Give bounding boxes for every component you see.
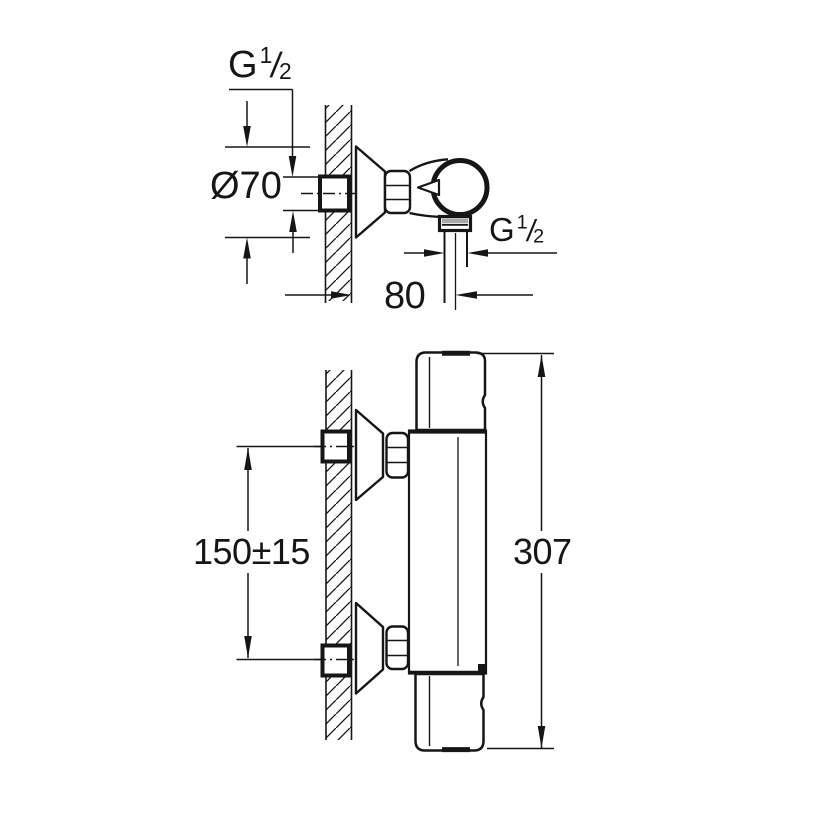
lower-escutcheon-cone <box>354 601 385 695</box>
upper-supply-union-nut <box>314 429 356 464</box>
upper-escutcheon-cone <box>354 408 385 502</box>
valve-body-side-view <box>408 158 490 219</box>
lower-hex-nut <box>385 625 410 671</box>
hex-nut-top-view <box>383 169 412 215</box>
dim-escutcheon-diameter <box>225 101 310 284</box>
outlet-thread-label: G1/2 <box>489 211 545 248</box>
knob-pointer <box>416 178 441 197</box>
top-view <box>225 88 557 310</box>
dim-outlet-thread <box>404 249 557 257</box>
thermostat-body <box>407 429 488 675</box>
flow-handle <box>414 672 485 753</box>
escutcheon-cone-top-view <box>354 145 387 239</box>
supply-spacing-label: 150±15 <box>189 531 314 573</box>
upper-hex-nut <box>385 431 410 479</box>
bottom-view <box>236 350 554 753</box>
dim-wall-offset-80 <box>285 291 533 299</box>
thermostat-knob-side-view <box>430 158 490 217</box>
supply-thread-label: G1/2 <box>228 42 292 87</box>
lower-supply-union-nut <box>314 643 356 678</box>
overall-height-label: 307 <box>509 531 576 573</box>
body-stop-notch <box>478 664 487 672</box>
wall-offset-label: 80 <box>384 275 426 317</box>
dim-supply-thread <box>229 88 297 253</box>
shower-outlet <box>437 214 473 310</box>
supply-union-nut <box>283 174 357 213</box>
escutcheon-diameter-label: Ø70 <box>210 165 282 207</box>
temperature-handle <box>415 350 487 432</box>
outlet-nut-shade <box>442 218 468 223</box>
wall-section-bottom-view <box>325 370 353 740</box>
